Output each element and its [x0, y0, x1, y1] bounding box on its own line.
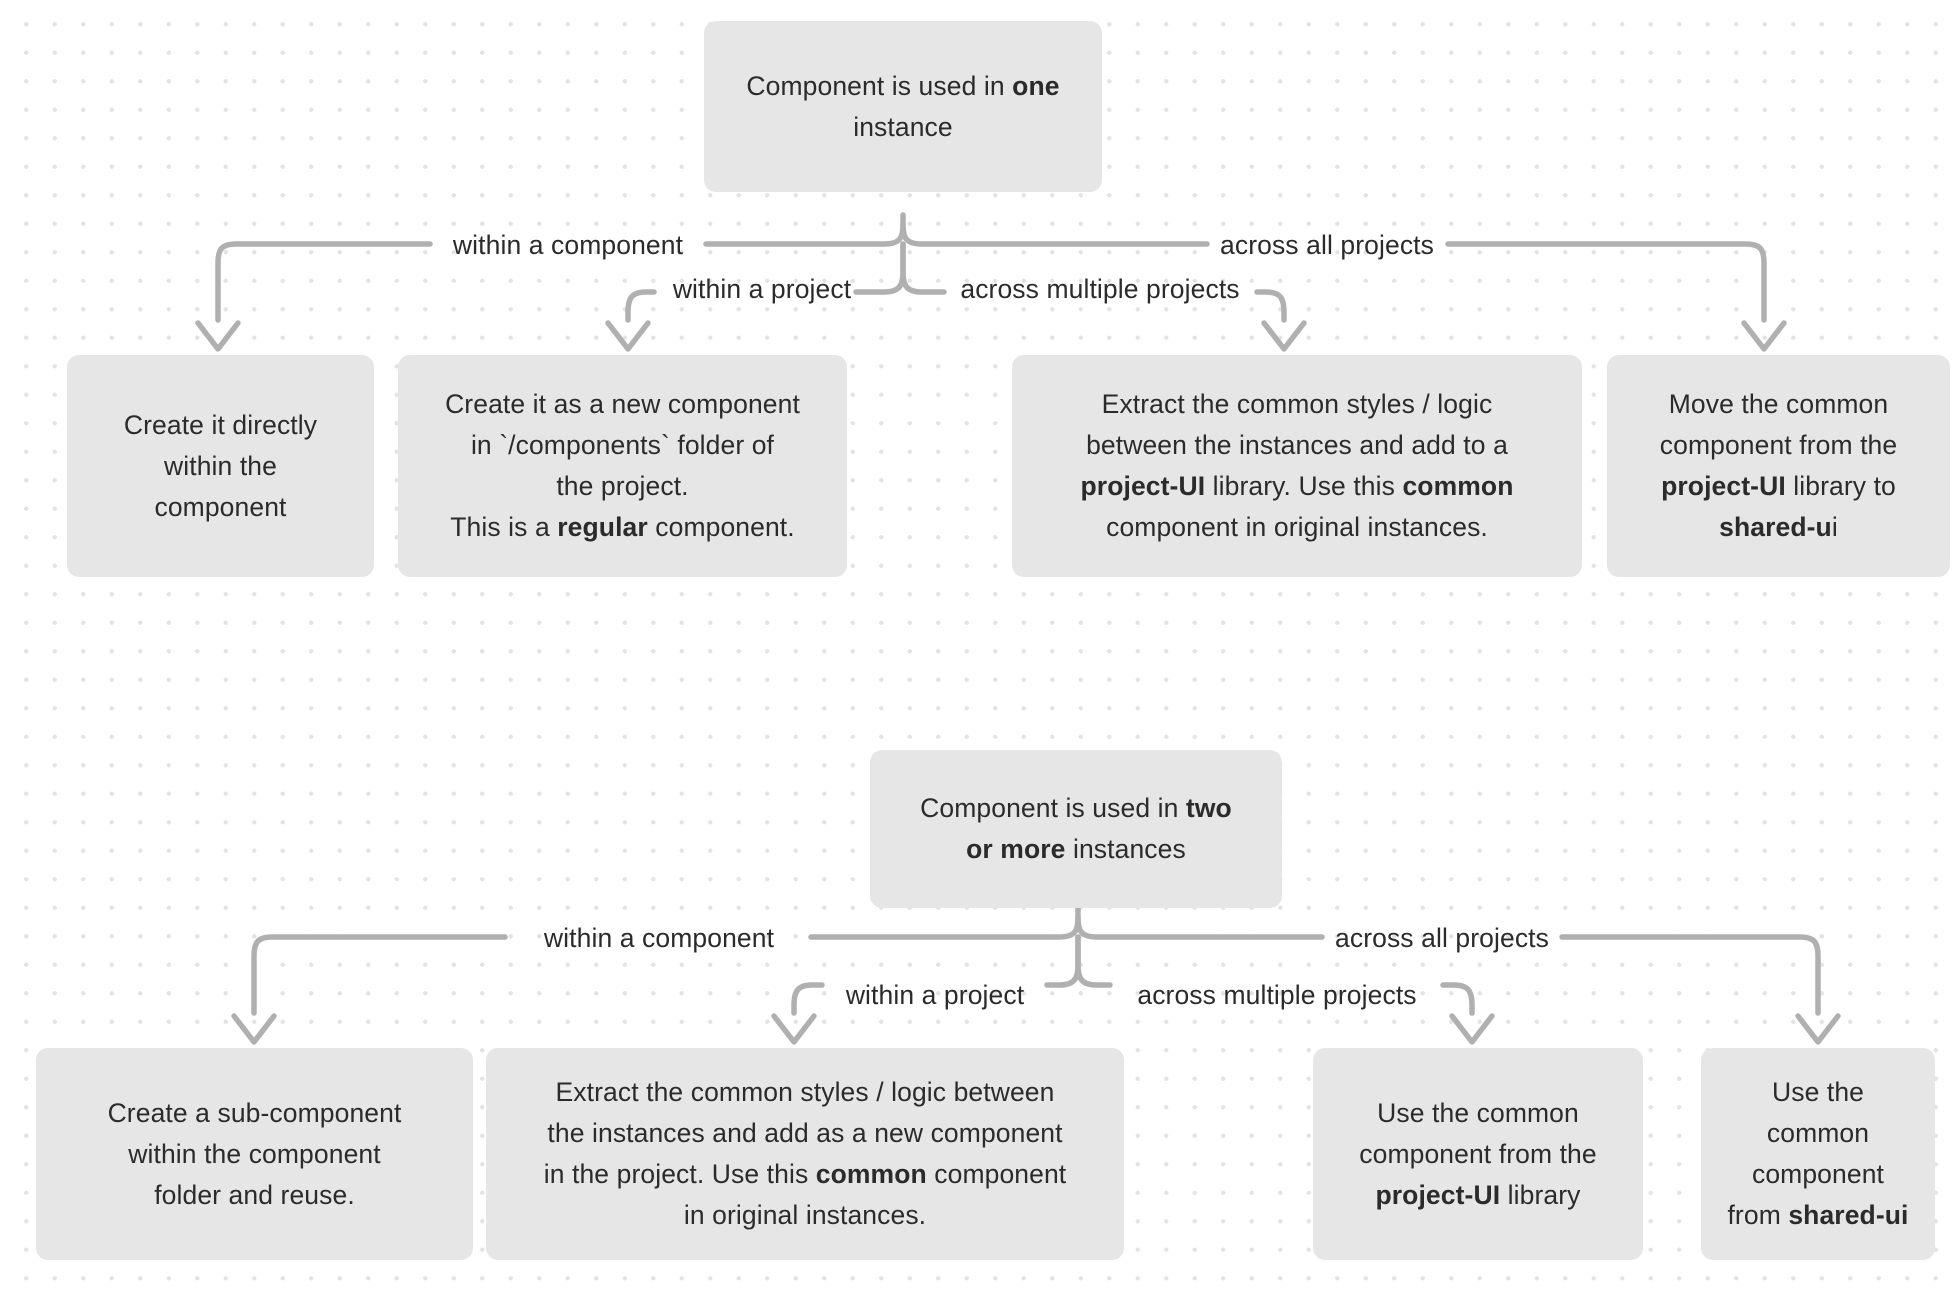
edge-label-within-a-project-1: within a project — [672, 274, 852, 304]
root-one-instance[interactable]: Component is used in one instance — [704, 21, 1102, 192]
arrowheads-tree-1 — [195, 320, 1787, 352]
leaf-move-common-to-shared-ui-label: Move the common component from the proje… — [1659, 389, 1898, 542]
edge-label-across-multiple-projects-1: across multiple projects — [960, 274, 1240, 304]
edge-label-within-a-component-2: within a component — [543, 923, 775, 953]
connectors-tree-2 — [251, 905, 1821, 1016]
edge-label-across-all-projects-2: across all projects — [1335, 923, 1549, 953]
edge-label-across-multiple-projects-2: across multiple projects — [1137, 980, 1417, 1010]
leaf-move-common-to-shared-ui[interactable]: Move the common component from the proje… — [1607, 355, 1950, 577]
edge-label-within-a-project-2: within a project — [845, 980, 1025, 1010]
root-one-instance-label: Component is used in one instance — [746, 70, 1060, 142]
leaf-extract-common-to-project-ui[interactable]: Extract the common styles / logic betwee… — [1012, 355, 1582, 577]
root-two-or-more-instances[interactable]: Component is used in two or more instanc… — [870, 750, 1282, 908]
leaf-create-directly-within-component[interactable]: Create it directly within the component — [67, 355, 374, 577]
edge-label-within-a-component-1: within a component — [452, 230, 684, 260]
edge-label-across-all-projects-1: across all projects — [1220, 230, 1434, 260]
leaf-create-sub-component[interactable]: Create a sub-component within the compon… — [36, 1048, 473, 1260]
leaf-extract-common-to-project-ui-label: Extract the common styles / logic betwee… — [1080, 389, 1514, 542]
connectors-tree-1 — [215, 212, 1767, 323]
leaf-create-new-component-in-components-folder-label: Create it as a new component in `/compon… — [445, 389, 800, 542]
leaf-use-common-from-project-ui-label: Use the common component from the projec… — [1359, 1097, 1597, 1210]
leaf-use-common-from-shared-ui[interactable]: Use the common component from shared-ui — [1701, 1048, 1935, 1260]
leaf-extract-common-new-component-in-project[interactable]: Extract the common styles / logic betwee… — [486, 1048, 1124, 1260]
arrowheads-tree-2 — [231, 1013, 1841, 1045]
leaf-create-directly-within-component-label: Create it directly within the component — [123, 409, 318, 522]
leaf-extract-common-new-component-in-project-label: Extract the common styles / logic betwee… — [543, 1077, 1067, 1230]
leaf-use-common-from-project-ui[interactable]: Use the common component from the projec… — [1313, 1048, 1643, 1260]
root-two-or-more-instances-label: Component is used in two or more instanc… — [920, 793, 1232, 864]
leaf-create-sub-component-label: Create a sub-component within the compon… — [107, 1097, 402, 1210]
leaf-use-common-from-shared-ui-label: Use the common component from shared-ui — [1727, 1077, 1909, 1230]
leaf-create-new-component-in-components-folder[interactable]: Create it as a new component in `/compon… — [398, 355, 847, 577]
